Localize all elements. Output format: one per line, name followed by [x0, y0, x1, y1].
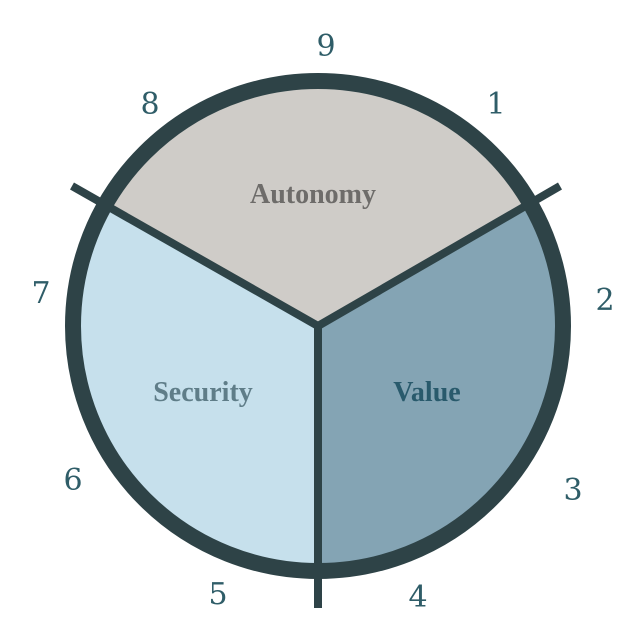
number-3: 3 — [563, 473, 582, 508]
number-1: 1 — [486, 87, 505, 122]
outer-ring — [65, 73, 571, 579]
number-7: 7 — [31, 276, 50, 311]
number-4: 4 — [408, 580, 427, 615]
divider-line-left — [70, 182, 320, 330]
number-8: 8 — [140, 87, 159, 122]
divider-line-right — [315, 182, 563, 330]
number-9: 9 — [316, 29, 335, 64]
segment-label-value: Value — [393, 377, 460, 408]
segment-label-autonomy: Autonomy — [250, 179, 376, 210]
segment-label-security: Security — [153, 377, 253, 408]
number-6: 6 — [63, 463, 82, 498]
number-5: 5 — [208, 577, 227, 612]
number-2: 2 — [595, 283, 614, 318]
